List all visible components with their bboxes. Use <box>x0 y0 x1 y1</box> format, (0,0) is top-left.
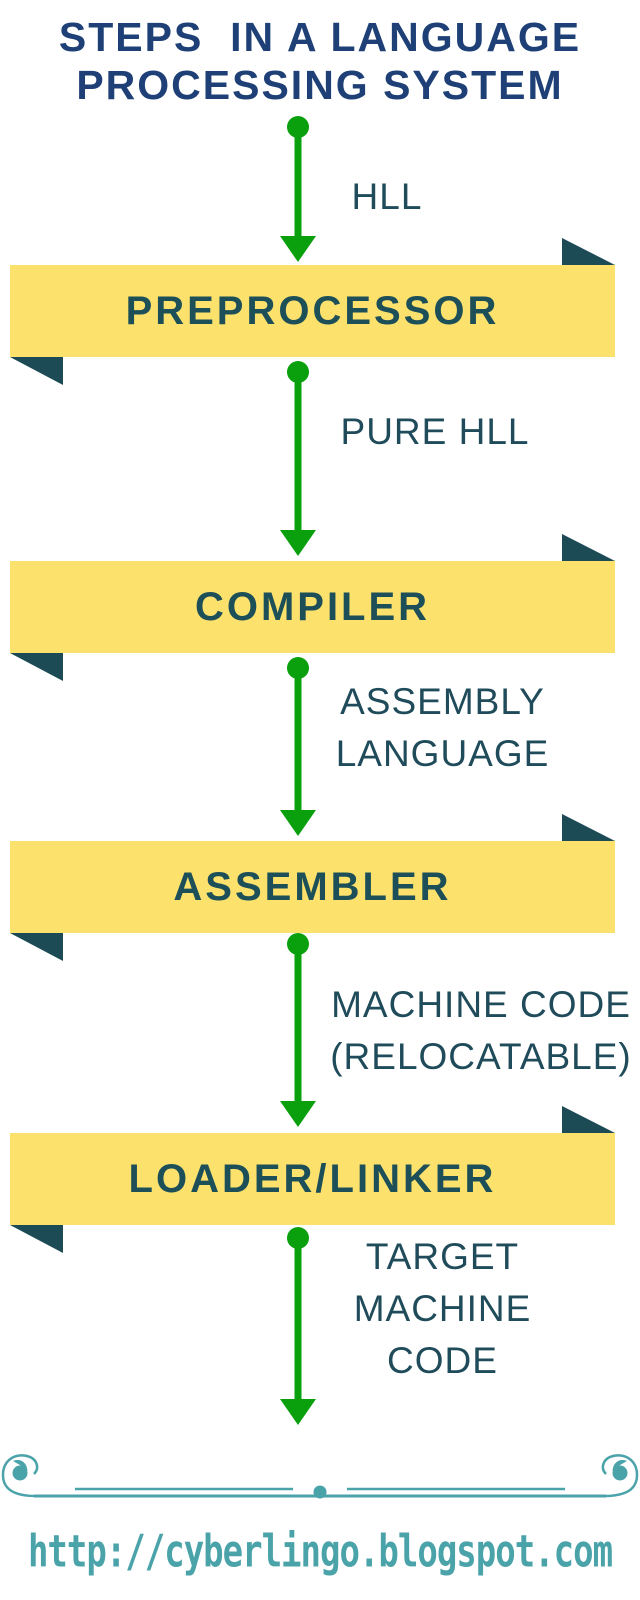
arrow-shaft <box>294 944 302 1104</box>
flow-arrow-down-icon <box>278 361 318 556</box>
ribbon-fold-top-right-icon <box>562 814 615 841</box>
banner-bar: COMPILER <box>10 561 615 653</box>
flow-label-line: MACHINE <box>353 1288 532 1329</box>
ribbon-fold-bottom-left-icon <box>10 933 63 961</box>
arrowhead-icon <box>280 1101 316 1127</box>
stage-label: ASSEMBLER <box>173 864 452 909</box>
flow-label-line: PURE HLL <box>340 411 530 452</box>
banner-bar: ASSEMBLER <box>10 841 615 933</box>
stage-banner-loader-linker: LOADER/LINKER <box>10 1106 615 1253</box>
divider-curl-right <box>601 1454 639 1498</box>
stage-banner-assembler: ASSEMBLER <box>10 814 615 961</box>
banner-bar: LOADER/LINKER <box>10 1133 615 1225</box>
flow-label-assembly-language: ASSEMBLY LANGUAGE <box>325 676 560 780</box>
flow-label-line: MACHINE CODE <box>331 984 631 1025</box>
flow-label-line: HLL <box>351 176 423 217</box>
flow-arrow-down-icon <box>278 116 318 262</box>
arrowhead-icon <box>280 1399 316 1425</box>
ribbon-fold-bottom-left-icon <box>10 1225 63 1253</box>
flow-label-target-machine-code: TARGET MACHINE CODE <box>350 1231 535 1387</box>
footer-url-watermark: http://cyberlingo.blogspot.com <box>27 1526 613 1578</box>
ribbon-fold-top-right-icon <box>562 238 615 265</box>
arrowhead-icon <box>280 236 316 262</box>
arrowhead-icon <box>280 530 316 556</box>
flow-label-line: ASSEMBLY <box>340 681 545 722</box>
flow-arrow-down-icon <box>278 657 318 836</box>
page-title-line-1: STEPS IN A LANGUAGE <box>58 14 582 60</box>
flow-label-line: (RELOCATABLE) <box>330 1036 632 1077</box>
arrow-shaft <box>294 372 302 533</box>
flow-label-hll: HLL <box>332 171 442 223</box>
flow-label-line: CODE <box>387 1340 498 1381</box>
stage-label: LOADER/LINKER <box>128 1156 497 1201</box>
arrowhead-icon <box>280 810 316 836</box>
arrow-shaft <box>294 127 302 239</box>
ribbon-fold-top-right-icon <box>562 534 615 561</box>
ribbon-fold-bottom-left-icon <box>10 653 63 681</box>
page-title-line-2: PROCESSING SYSTEM <box>76 62 564 108</box>
ribbon-fold-top-right-icon <box>562 1106 615 1133</box>
stage-label: COMPILER <box>194 584 431 629</box>
arrow-shaft <box>294 1238 302 1402</box>
flow-arrow-down-icon <box>278 1227 318 1425</box>
flow-label-line: TARGET <box>365 1236 520 1277</box>
stage-label: PREPROCESSOR <box>125 288 500 333</box>
banner-bar: PREPROCESSOR <box>10 265 615 357</box>
arrow-shaft <box>294 668 302 813</box>
ribbon-fold-bottom-left-icon <box>10 357 63 385</box>
flow-label-line: LANGUAGE <box>335 733 550 774</box>
flow-arrow-down-icon <box>278 933 318 1127</box>
stage-banner-preprocessor: PREPROCESSOR <box>10 238 615 385</box>
stage-banner-compiler: COMPILER <box>10 534 615 681</box>
flow-label-pure-hll: PURE HLL <box>330 406 540 458</box>
flow-label-machine-code-relocatable: MACHINE CODE (RELOCATABLE) <box>322 979 640 1083</box>
divider-curl-left <box>1 1454 39 1498</box>
flourish-divider-icon <box>1 1454 639 1499</box>
